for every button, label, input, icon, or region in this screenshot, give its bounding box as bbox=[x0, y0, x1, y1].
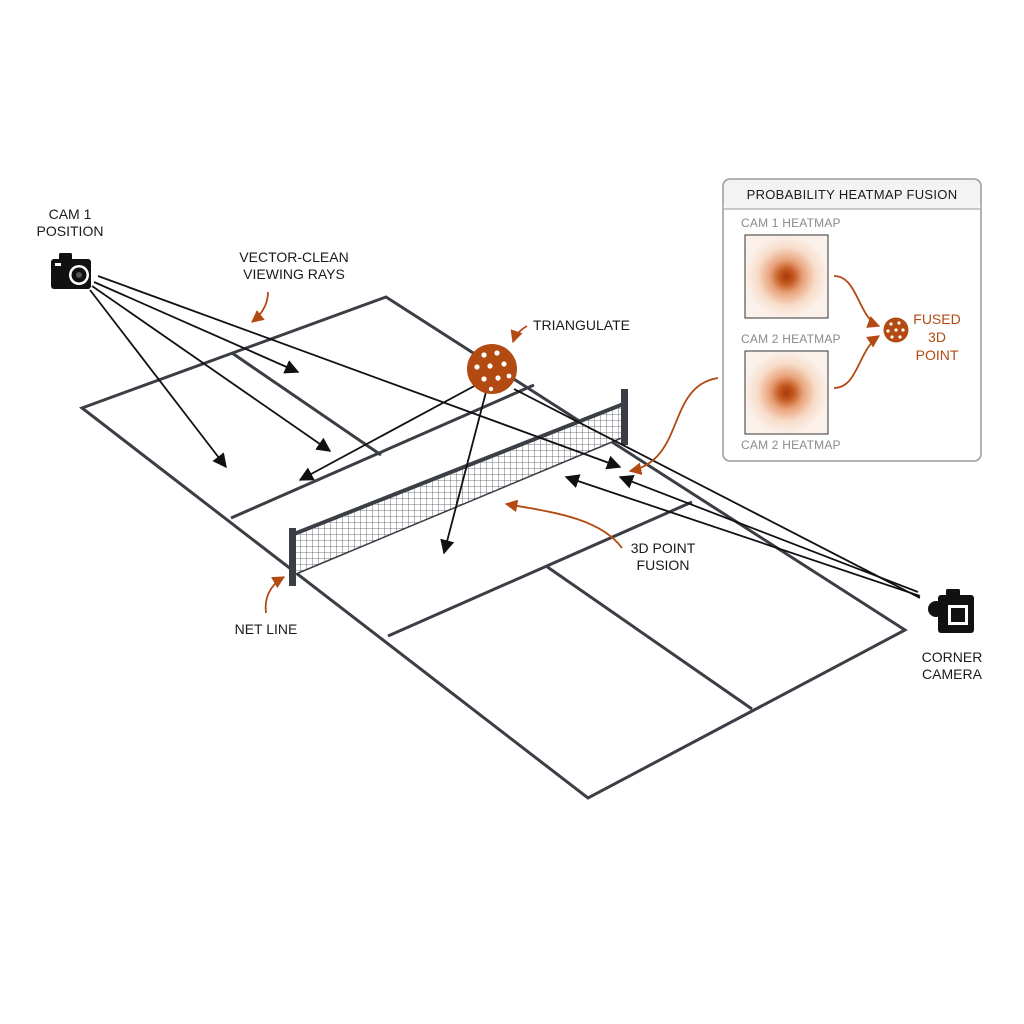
heatmap-top-arrow bbox=[833, 275, 881, 328]
fused-point-icon bbox=[883, 317, 909, 343]
cam1-label-line1: CAM 1 bbox=[49, 206, 92, 222]
near-non-volley-line bbox=[387, 500, 693, 638]
corner-camera-ray bbox=[513, 388, 921, 599]
heatmap-top-label: CAM 1 HEATMAP bbox=[741, 216, 841, 230]
triangulate-label: TRIANGULATE bbox=[533, 317, 630, 333]
cam1-rays bbox=[89, 275, 622, 470]
fused-label-line1: FUSED bbox=[913, 311, 960, 327]
cam1-heatmap bbox=[744, 234, 829, 319]
panel-title: PROBABILITY HEATMAP FUSION bbox=[747, 187, 958, 202]
cam1-ray bbox=[93, 281, 300, 374]
panel-header bbox=[724, 180, 980, 209]
net-line-pointer bbox=[264, 576, 286, 614]
heatmap-bottom-arrow bbox=[833, 335, 881, 389]
fused-label-line2: 3D bbox=[928, 329, 946, 345]
corner-camera-ray bbox=[564, 474, 921, 597]
cam1-ray bbox=[89, 289, 227, 469]
ball-ray bbox=[440, 391, 487, 555]
ball-ray bbox=[298, 383, 479, 481]
corner-camera-label-line2: CAMERA bbox=[922, 666, 983, 682]
viewing-rays-label-line1: VECTOR-CLEAN bbox=[239, 249, 348, 265]
cam2-heatmap bbox=[744, 350, 829, 435]
far-non-volley-line bbox=[230, 383, 535, 520]
cam1-ray bbox=[91, 285, 332, 452]
net-top-band bbox=[293, 401, 627, 536]
net-bottom-edge bbox=[295, 436, 625, 575]
cam1-label-line2: POSITION bbox=[37, 223, 104, 239]
viewing-rays-pointer bbox=[251, 291, 269, 323]
net-post-left bbox=[289, 528, 296, 586]
heatmap-mid-label: CAM 2 HEATMAP bbox=[741, 332, 841, 346]
corner-camera-label-line1: CORNER bbox=[922, 649, 983, 665]
pickleball-icon bbox=[467, 344, 517, 394]
point-fusion-label-line2: FUSION bbox=[637, 557, 690, 573]
panel-pointer bbox=[628, 377, 719, 475]
net-post-right bbox=[621, 389, 628, 445]
court bbox=[78, 295, 908, 800]
ball-rays bbox=[298, 383, 487, 555]
triangulate-pointer bbox=[510, 325, 528, 344]
court-outline bbox=[78, 295, 908, 800]
center-line-near bbox=[545, 564, 753, 711]
cam1-ray bbox=[97, 275, 622, 470]
viewing-rays-label-line2: VIEWING RAYS bbox=[243, 266, 345, 282]
point-fusion-pointer bbox=[504, 499, 623, 549]
corner-camera-rays bbox=[513, 388, 921, 599]
net-line-label: NET LINE bbox=[235, 621, 298, 637]
fused-label-line3: POINT bbox=[916, 347, 959, 363]
baseline-far-kitchen-line bbox=[231, 351, 382, 457]
corner-camera-ray bbox=[618, 474, 919, 593]
heatmap-bottom-label: CAM 2 HEATMAP bbox=[741, 438, 841, 452]
point-fusion-label-line1: 3D POINT bbox=[631, 540, 696, 556]
camera-icon bbox=[51, 253, 91, 289]
camera-icon bbox=[928, 589, 974, 633]
heatmap-fusion-panel: PROBABILITY HEATMAP FUSION CAM 1 HEATMAP… bbox=[722, 178, 982, 462]
